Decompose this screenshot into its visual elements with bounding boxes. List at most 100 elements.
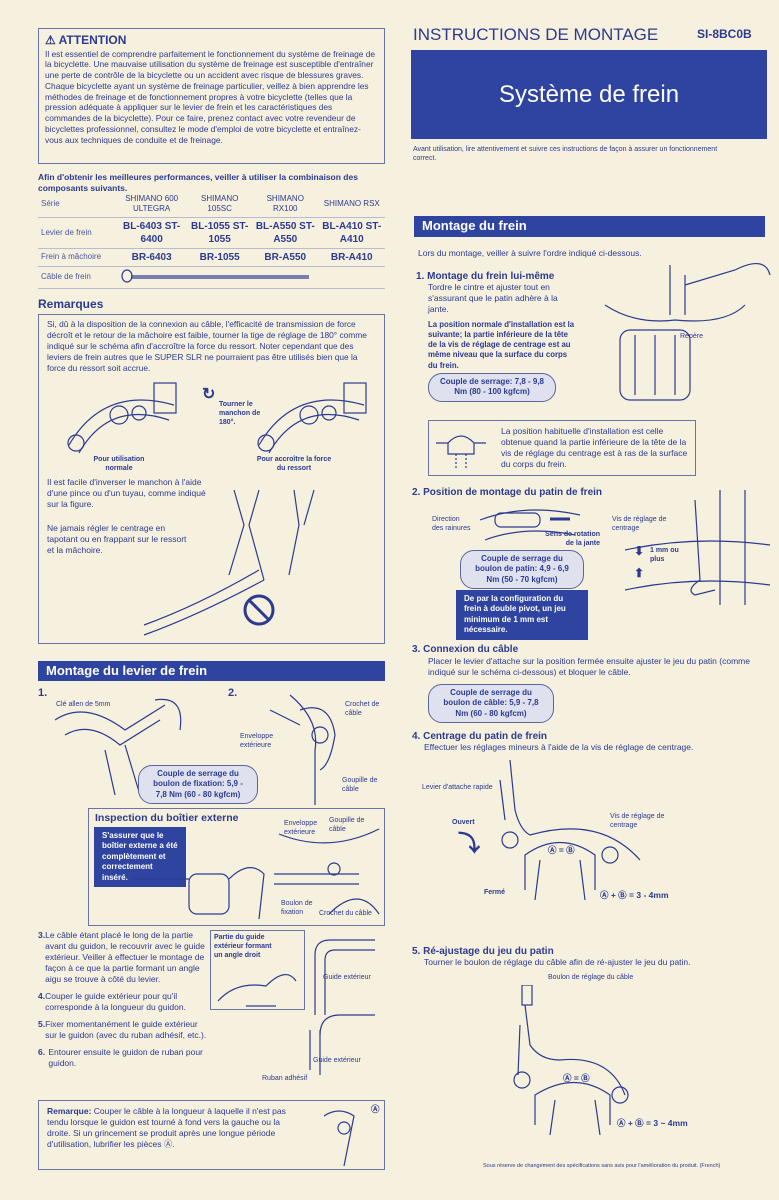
remarques-p3: Ne jamais régler le centrage en tapotant… — [47, 523, 187, 556]
step-5-title: 5. Ré-ajustage du jeu du patin — [412, 946, 554, 957]
remark-label: Remarque: — [47, 1106, 92, 1116]
step-1-bold: La position normale d'installation est l… — [428, 320, 575, 370]
open-close-arrow-icon: ⤵ — [458, 831, 481, 856]
attention-box: ⚠ ATTENTION Il est essentiel de comprend… — [38, 28, 385, 164]
normal-label: Pour utilisation normale — [93, 456, 145, 473]
brake-shoe-illustration — [479, 509, 581, 541]
remark-box: Remarque: Couper le câble à la longueur … — [38, 1100, 385, 1170]
brake-mount-illustration — [604, 263, 771, 401]
open-label: Ouvert — [452, 819, 475, 826]
mark-label: Repère — [680, 333, 703, 340]
remarques-title: Remarques — [38, 297, 104, 311]
step-1-title: 1. Montage du frein lui-même — [416, 271, 555, 282]
step-3-text: Placer le levier d'attache sur la positi… — [428, 656, 750, 678]
step-2-torque: Couple de serrage du boulon de patin: 4,… — [460, 550, 584, 590]
cable-hook-illustration — [269, 694, 336, 805]
caliper-front-illustration-adjust — [513, 985, 629, 1135]
qr-lever-label: Levier d'attache rapide — [422, 784, 493, 791]
centering-screw-label: Vis de réglage de centrage — [612, 516, 667, 533]
rotation-label: Sens de rotation de la jante — [545, 531, 600, 548]
attention-text: Il est essentiel de comprendre parfaitem… — [45, 48, 376, 145]
sum-label-5: Ⓐ + Ⓑ = 3 ~ 4mm — [617, 1118, 688, 1128]
prohibited-icon — [143, 569, 275, 636]
lever-cross-section-illustration — [274, 828, 380, 915]
doc-title: Système de frein — [411, 50, 767, 139]
footer-note: Sous réserve de changement des spécifica… — [483, 1163, 721, 1169]
equal-label-5: Ⓐ = Ⓑ — [563, 1073, 590, 1083]
combo-intro: Afin d'obtenir les meilleures performanc… — [38, 172, 358, 194]
cable-hook-label: Crochet de câble — [345, 701, 380, 718]
gap-label: 1 mm ou plus — [650, 547, 679, 564]
allen-key-label: Clé allen de 5mm — [56, 701, 111, 708]
angle-detail-box: Partie du guide extérieur formant un ang… — [210, 930, 305, 1010]
brake-section-header: Montage du frein — [414, 216, 765, 237]
doc-header: INSTRUCTIONS DE MONTAGE — [413, 25, 659, 44]
order-text: Lors du montage, veiller à suivre l'ordr… — [418, 248, 642, 258]
warning-icon: ⚠ — [45, 33, 56, 47]
inspection-note: S'assurer que le boîtier externe a été c… — [94, 827, 186, 887]
step-4-text: Effectuer les réglages mineurs à l'aide … — [424, 742, 694, 752]
closed-label: Fermé — [484, 889, 506, 896]
angle-label: Partie du guide extérieur formant un ang… — [214, 934, 272, 960]
equal-label: Ⓐ = Ⓑ — [548, 845, 575, 855]
down-arrow-icon: ⬇ — [634, 544, 645, 558]
brake-arm-illustration-normal — [67, 382, 177, 454]
tape-label: Ruban adhésif — [262, 1075, 308, 1082]
outer-casing-label: Enveloppe extérieure — [240, 733, 274, 750]
doc-code: SI-8BC0B — [697, 27, 752, 41]
rotate-arrow-icon: ↻ — [202, 386, 216, 403]
step-1-torque: Couple de serrage: 7,8 - 9,8 Nm (80 - 10… — [428, 373, 556, 402]
list-item: 5.Fixer momentanément le guide extérieur… — [38, 1019, 207, 1041]
guide-label-2: Guide extérieur — [313, 1057, 361, 1064]
list-item: 6.Entourer ensuite le guidon de ruban po… — [38, 1047, 203, 1069]
step-1-info-box: La position habituelle d'installation es… — [428, 420, 696, 476]
guide-label-1: Guide extérieur — [323, 974, 371, 981]
remarques-box: Si, dû à la disposition de la connexion … — [38, 314, 385, 644]
step-2-note: De par la configuration du frein à doubl… — [456, 590, 588, 640]
sum-label: Ⓐ + Ⓑ = 3 - 4mm — [600, 890, 669, 900]
lever-steps-list: 3.Le câble étant placé le long de la par… — [38, 930, 208, 1070]
remarques-p1: Si, dû à la disposition de la connexion … — [47, 319, 367, 373]
brake-arm-illustration-strong — [257, 382, 367, 454]
remark-text: Couper le câble à la longueur à laquelle… — [47, 1106, 286, 1150]
doc-intro: Avant utilisation, lire attentivement et… — [413, 146, 718, 163]
lever-mount-illustration — [54, 698, 182, 796]
handlebar-guide-illustration — [309, 939, 375, 1075]
brake-cable-drawing — [116, 266, 385, 289]
step-1-text: Tordre le cintre et ajuster tout en s'as… — [428, 282, 558, 315]
up-arrow-icon: ⬆ — [634, 566, 645, 580]
lever-lube-illustration — [323, 1110, 355, 1167]
housing-inspection-illustration — [134, 867, 265, 920]
remarques-p2: Il est facile d'inverser le manchon à l'… — [47, 477, 206, 510]
step-3-torque: Couple de serrage du boulon de câble: 5,… — [428, 684, 554, 724]
table-row: Câble de frein — [38, 266, 385, 289]
screw-head-diagram — [436, 435, 486, 469]
list-item: 4.Couper le guide extérieur pour qu'il c… — [38, 991, 186, 1013]
lever-torque-pill: Couple de serrage du boulon de fixation:… — [138, 765, 258, 805]
caliper-front-illustration-centering — [499, 760, 641, 900]
step-4-title: 4. Centrage du patin de frein — [412, 731, 548, 742]
inspection-box: Inspection du boîtier externe S'assurer … — [88, 808, 385, 926]
step-2-title: 2. Position de montage du patin de frein — [412, 487, 603, 498]
step-1-info-text: La position habituelle d'installation es… — [501, 426, 688, 470]
attention-title: ⚠ ATTENTION — [45, 33, 127, 47]
adjust-bolt-label: Boulon de réglage du câble — [548, 974, 634, 981]
lever-step-2-number: 2. — [228, 687, 238, 699]
turn-label: Tourner le manchon de 180°. — [219, 401, 261, 427]
lever-section-header: Montage du levier de frein — [38, 661, 385, 681]
caliper-side-illustration — [625, 490, 771, 605]
inspect-outer-label: Enveloppe extérieure — [284, 820, 318, 837]
point-a-label: Ⓐ — [371, 1104, 380, 1114]
inspection-title: Inspection du boîtier externe — [95, 812, 239, 824]
grooves-label: Direction des rainures — [432, 516, 471, 533]
inspect-pin-label: Goupille de câble — [329, 817, 365, 834]
lever-step-1-number: 1. — [38, 687, 48, 699]
guide-angle-illustration — [217, 974, 297, 1007]
step-5-text: Tourner le boulon de réglage du câble af… — [424, 957, 691, 967]
inspect-hook-label: Crochet du câble — [319, 910, 372, 917]
cable-pin-label: Goupille de câble — [342, 777, 378, 794]
